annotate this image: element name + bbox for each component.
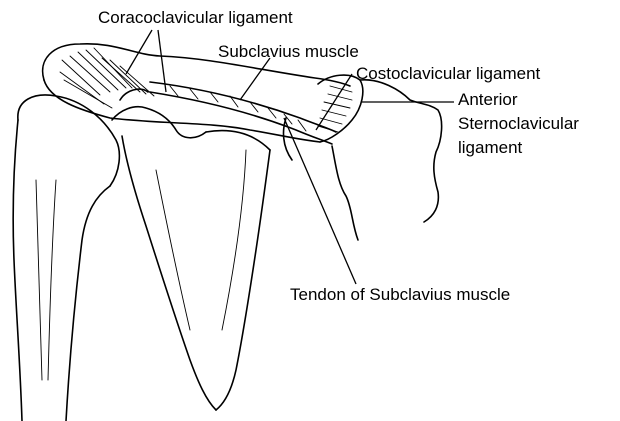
label-costoclavicular-ligament: Costoclavicular ligament — [356, 64, 540, 84]
label-subclavius-muscle: Subclavius muscle — [218, 42, 359, 62]
leader-subclavius — [240, 58, 270, 100]
label-anterior-sc-line3: ligament — [458, 138, 522, 158]
leader-coracoclavicular-1 — [126, 30, 152, 74]
label-tendon-subclavius: Tendon of Subclavius muscle — [290, 285, 510, 305]
label-coracoclavicular-ligament: Coracoclavicular ligament — [98, 8, 293, 28]
label-anterior-sc-line2: Sternoclavicular — [458, 114, 579, 134]
scapula — [112, 107, 270, 410]
leader-tendon — [284, 118, 356, 284]
subclavius-muscle — [150, 82, 336, 144]
humerus — [13, 95, 119, 421]
sternum — [284, 80, 442, 240]
sternoclavicular-ligament — [318, 75, 363, 142]
label-anterior-sc-line1: Anterior — [458, 90, 518, 110]
coracoclavicular-ligament — [60, 48, 154, 108]
